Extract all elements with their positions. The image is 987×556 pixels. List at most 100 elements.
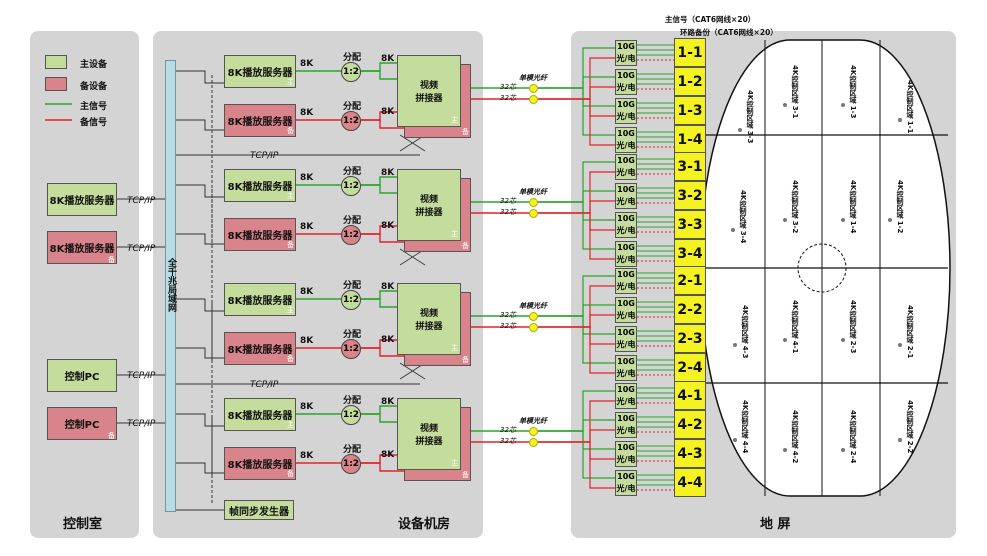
player-server-label: 8K播放服务器 xyxy=(227,460,293,471)
legend-backup-signal-label: 备信号 xyxy=(80,118,108,128)
wire xyxy=(361,405,397,415)
wire xyxy=(538,47,615,89)
signal-8k-label: 8K xyxy=(381,221,395,231)
control-zone-label: 4K控制区域 3-4 xyxy=(739,190,747,244)
splitter-main: 1:2 xyxy=(341,176,361,196)
zone-dot xyxy=(841,338,845,342)
signal-8k-label: 8K xyxy=(300,451,314,461)
signal-8k-label: 8K xyxy=(300,173,314,183)
legend-main-signal-label: 主信号 xyxy=(80,102,108,112)
converter-label-2: 光/电 xyxy=(616,54,636,63)
player-server-backup: 8K播放服务器 xyxy=(224,447,296,480)
converter-label-1: 10G xyxy=(617,357,635,366)
control-zone-label: 4K控制区域 1-4 xyxy=(849,180,857,234)
fiber-connector xyxy=(529,209,538,218)
control-zone-label: 4K控制区域 4-4 xyxy=(741,400,749,454)
converter-label-2: 光/电 xyxy=(616,484,636,493)
control-zone-label: 4K控制区域 2-2 xyxy=(906,400,914,454)
converter-label-1: 10G xyxy=(617,385,635,394)
legend-main-device-label: 主设备 xyxy=(80,60,108,70)
zone-dot xyxy=(783,338,787,342)
screen-panel: 1-3 xyxy=(674,96,706,125)
splitter-ratio: 1:2 xyxy=(342,344,360,354)
player-server-label: 8K播放服务器 xyxy=(227,345,293,356)
tag-backup: 备 xyxy=(462,356,469,364)
main-cable-label: 主信号（CAT6网线×20） xyxy=(665,15,756,24)
control-zone-label: 4K控制区域 1-1 xyxy=(906,80,914,134)
fiber-count: 32芯 xyxy=(500,311,516,319)
screen-panel: 2-1 xyxy=(674,266,706,295)
fiber-count: 32芯 xyxy=(500,83,516,91)
splicer-label-2: 拼接器 xyxy=(415,322,443,332)
tag-main: 主 xyxy=(451,116,458,124)
splitter-backup: 1:2 xyxy=(341,454,361,474)
sync-generator-label: 帧同步发生器 xyxy=(229,506,289,518)
splitter-ratio: 1:2 xyxy=(342,295,360,305)
signal-8k-label: 8K xyxy=(381,54,395,64)
signal-8k-label: 8K xyxy=(300,108,314,118)
signal-8k-label: 8K xyxy=(300,222,314,232)
control-zone-label: 4K控制区域 2-1 xyxy=(906,305,914,359)
zone-dot xyxy=(888,218,892,222)
control-room-title: 控制室 xyxy=(63,517,103,532)
converter-label-2: 光/电 xyxy=(616,197,636,206)
tag-backup: 备 xyxy=(287,241,294,249)
splitter-ratio: 1:2 xyxy=(342,230,360,240)
equipment-room-title: 设备机房 xyxy=(398,517,451,532)
converter-label-2: 光/电 xyxy=(616,255,636,264)
wire xyxy=(176,413,224,427)
fiber-connector xyxy=(529,198,538,207)
wire xyxy=(176,298,224,312)
player-server-label: 8K播放服务器 xyxy=(227,117,293,128)
floor-screen-title: 地 屏 xyxy=(760,517,791,532)
screen-panel-label: 2-4 xyxy=(677,359,703,376)
screen-panel: 2-3 xyxy=(674,324,706,353)
wire xyxy=(361,62,397,72)
signal-8k-label: 8K xyxy=(300,402,314,412)
converter-label-1: 10G xyxy=(617,414,635,423)
control-pc-backup: 控制PC xyxy=(47,407,117,440)
screen-panel: 3-1 xyxy=(674,152,706,181)
wire xyxy=(538,441,615,460)
wire xyxy=(538,315,615,335)
screen-panel: 2-4 xyxy=(674,353,706,382)
screen-panel-label: 4-1 xyxy=(677,387,703,404)
legend-main-swatch xyxy=(45,55,67,69)
converter-label-2: 光/电 xyxy=(616,282,636,291)
splitter-label: 分配 xyxy=(343,167,362,177)
tcp-label: TCP/IP xyxy=(127,371,156,381)
control-room-panel xyxy=(30,31,139,538)
tag-main: 主 xyxy=(287,78,294,86)
zone-dot xyxy=(733,343,737,347)
splitter-label: 分配 xyxy=(343,330,362,340)
wire xyxy=(538,314,615,328)
wire xyxy=(538,212,615,231)
screen-panel: 3-2 xyxy=(674,181,706,210)
fiber-label: 单模光纤 xyxy=(519,188,547,196)
control-zone-label: 4K控制区域 2-4 xyxy=(849,410,857,464)
wire xyxy=(361,347,404,357)
player-server-label: 8K播放服务器 xyxy=(227,411,293,422)
tcp-mid-label: TCP/IP xyxy=(250,151,279,161)
fiber-connector xyxy=(529,84,538,93)
converter-label-2: 光/电 xyxy=(616,226,636,235)
tcp-mid-label: TCP/IP xyxy=(250,380,279,390)
tag-main: 主 xyxy=(287,192,294,200)
screen-panel: 4-3 xyxy=(674,439,706,468)
converter-label-2: 光/电 xyxy=(616,168,636,177)
fiber-connector xyxy=(529,427,538,436)
control-zone-label: 4K控制区域 4-3 xyxy=(741,305,749,359)
screen-panel: 1-4 xyxy=(674,125,706,154)
control-server-backup: 8K播放服务器 xyxy=(47,231,117,264)
wire xyxy=(538,430,615,479)
